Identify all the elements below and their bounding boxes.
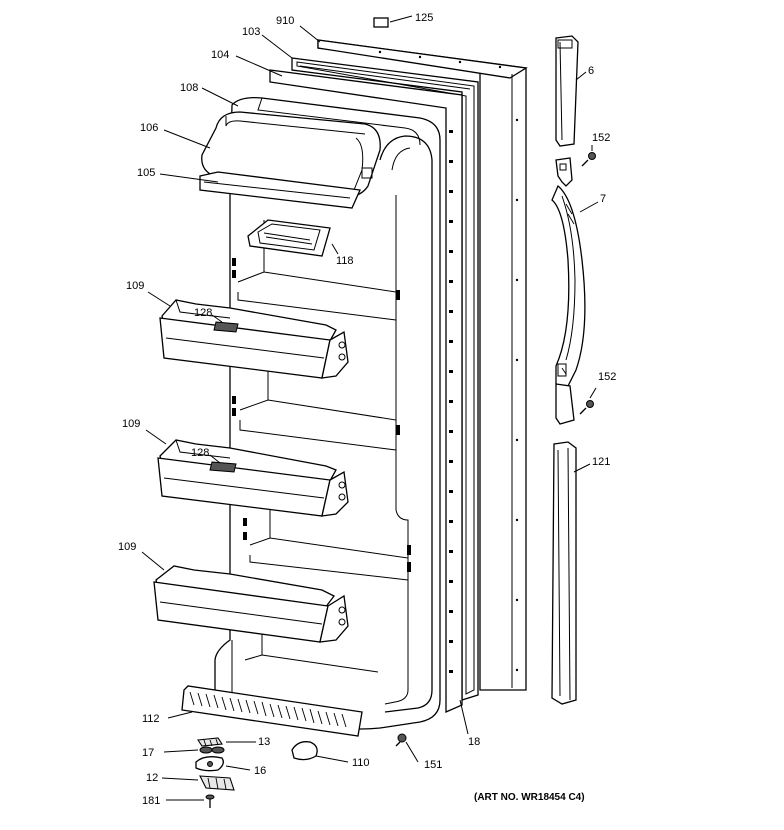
liner-slots [232, 258, 411, 572]
part-12-bracket [199, 775, 235, 791]
callout-151: 151 [424, 759, 442, 771]
egg-tray [247, 219, 331, 257]
callout-109-upper: 109 [126, 280, 144, 292]
callout-6: 6 [588, 65, 594, 77]
callout-128-upper: 128 [194, 307, 212, 319]
callout-13: 13 [258, 736, 270, 748]
handle-trim-top [555, 35, 579, 147]
callout-12: 12 [146, 772, 158, 784]
door-bin-middle [157, 439, 349, 517]
liner-edge-strip [269, 69, 463, 713]
callout-labels: 910 125 103 104 108 106 105 118 109 128 … [118, 12, 616, 807]
callout-7: 7 [600, 193, 606, 205]
outer-door-dots [378, 50, 519, 672]
handle-trim-bottom [551, 441, 577, 705]
part-125-badge [373, 17, 389, 28]
screw-top [581, 152, 596, 167]
door-liner [214, 97, 441, 730]
part-181-screw [205, 794, 215, 808]
door-bin-upper [159, 299, 349, 379]
callout-110: 110 [352, 757, 370, 769]
callout-106: 106 [140, 122, 158, 134]
callout-112: 112 [142, 713, 160, 725]
callout-152-top: 152 [592, 132, 610, 144]
part-17-hinge-bushing [199, 746, 225, 754]
part-16-cam [195, 756, 224, 772]
part-151-screw [395, 733, 407, 747]
dairy-compartment [199, 111, 381, 209]
callout-910: 910 [276, 15, 294, 27]
bottom-trim-strip [181, 685, 363, 737]
callout-118: 118 [336, 255, 354, 267]
screw-bottom [579, 400, 594, 415]
callout-181: 181 [142, 795, 160, 807]
leader-lines [141, 15, 599, 801]
outer-door-panel [317, 39, 528, 691]
callout-125: 125 [415, 12, 433, 24]
door-bin-lower [153, 565, 349, 643]
bottom-trim-hatching [189, 691, 347, 728]
callout-17: 17 [142, 747, 154, 759]
callout-109-lower: 109 [118, 541, 136, 553]
callout-16: 16 [254, 765, 266, 777]
callout-152-bottom: 152 [598, 371, 616, 383]
callout-128-middle: 128 [191, 447, 209, 459]
callout-105: 105 [137, 167, 155, 179]
liner-edge-holes [449, 130, 453, 673]
art-number: (ART NO. WR18454 C4) [474, 792, 585, 803]
callout-108: 108 [180, 82, 198, 94]
callout-121: 121 [592, 456, 610, 468]
door-handle [551, 157, 586, 425]
callout-18: 18 [468, 736, 480, 748]
part-110-cam-cover [291, 741, 318, 761]
callout-109-middle: 109 [122, 418, 140, 430]
callout-104: 104 [211, 49, 229, 61]
part-13-clip [197, 737, 223, 747]
callout-103: 103 [242, 26, 260, 38]
